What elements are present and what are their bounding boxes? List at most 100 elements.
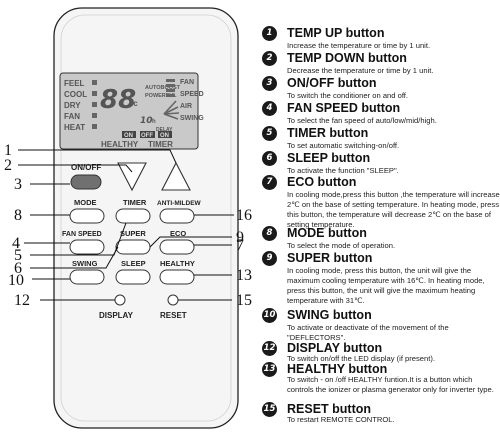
- legend-title: TEMP DOWN button: [287, 51, 407, 65]
- lcd-degree-unit: °c: [130, 99, 138, 108]
- callout-7: 7: [236, 237, 244, 254]
- legend-title: SUPER button: [287, 251, 373, 265]
- leader-lines: [18, 149, 234, 301]
- lcd-right-air: AIR: [180, 103, 192, 110]
- legend-number-1: 1: [262, 26, 277, 41]
- mode-button[interactable]: [69, 208, 105, 224]
- callout-1: 1: [4, 142, 12, 159]
- timer-button[interactable]: [115, 208, 151, 224]
- legend-description: To switch the conditioner on and off.: [287, 91, 409, 100]
- lcd-timer-unit: h: [152, 119, 156, 125]
- display-button[interactable]: [114, 294, 126, 306]
- legend-number-4: 4: [262, 101, 277, 116]
- swing-label: SWING: [72, 259, 98, 268]
- legend-number-5: 5: [262, 126, 277, 141]
- lcd-mode-cool: COOL: [64, 90, 87, 99]
- lcd-indicator-dry: [92, 102, 97, 107]
- lcd-delay: DELAY: [156, 127, 173, 133]
- legend-number-10: 10: [262, 308, 277, 323]
- callout-12: 12: [14, 292, 30, 309]
- legend-number-9: 9: [262, 251, 277, 266]
- lcd-on2-box: [158, 131, 172, 138]
- legend-description: To activate or deactivate of the movemen…: [287, 323, 449, 342]
- sleep-label: SLEEP: [121, 259, 146, 268]
- legend-description: To set automatic switching-on/off.: [287, 141, 400, 150]
- lcd-indicator-heat: [92, 124, 97, 129]
- legend-number-2: 2: [262, 51, 277, 66]
- legend-description: To select the mode of operation.: [287, 241, 396, 250]
- lcd-timer: TIMER: [148, 140, 173, 149]
- super-label: SUPER: [120, 229, 146, 238]
- callout-6: 6: [14, 260, 22, 277]
- legend-title: SWING button: [287, 308, 372, 322]
- legend-title: RESET button: [287, 402, 372, 416]
- temp-up-button[interactable]: [161, 161, 191, 191]
- legend-description: Decrease the temperature or time by 1 un…: [287, 66, 434, 75]
- temp-down-button[interactable]: [117, 162, 147, 192]
- callout-5: 5: [14, 247, 22, 264]
- legend-title: TIMER button: [287, 126, 369, 140]
- reset-label: RESET: [160, 311, 187, 320]
- swing-button[interactable]: [69, 269, 105, 285]
- legend-description: To switch - on /off HEALTHY funtion.It i…: [287, 375, 494, 394]
- legend-number-7: 7: [262, 175, 277, 190]
- legend-title: ON/OFF button: [287, 76, 377, 90]
- lcd-mode-fan: FAN: [64, 112, 80, 121]
- legend-number-3: 3: [262, 76, 277, 91]
- lcd-on: ON: [124, 133, 133, 139]
- callout-10: 10: [8, 272, 24, 289]
- reset-button[interactable]: [167, 294, 179, 306]
- anti-mildew-button[interactable]: [159, 208, 195, 224]
- callout-2: 2: [4, 157, 12, 174]
- lcd-mode-dry: DRY: [64, 101, 81, 110]
- callout-15: 15: [236, 292, 252, 309]
- legend-description: To switch on/off the LED display (if pre…: [287, 354, 436, 363]
- onoff-label: ON/OFF: [71, 163, 101, 172]
- healthy-label: HEALTHY: [160, 259, 195, 268]
- callout-9: 9: [236, 229, 244, 246]
- lcd-indicator-cool: [92, 91, 97, 96]
- legend-description: To activate the function "SLEEP".: [287, 166, 399, 175]
- legend-description: In cooling mode,press this button ,the t…: [287, 190, 500, 229]
- lcd-right-swing: SWING: [180, 115, 204, 122]
- legend-title: FAN SPEED button: [287, 101, 401, 115]
- fan-speed-button[interactable]: [69, 239, 105, 255]
- lcd-off-box: [140, 131, 155, 138]
- lcd-healthy: HEALTHY: [101, 140, 139, 149]
- mode-label: MODE: [74, 198, 97, 207]
- swing-icon: [163, 100, 180, 120]
- fan-speed-label: FAN SPEED: [62, 231, 102, 238]
- remote-inner-edge: [60, 14, 232, 422]
- lcd-right-fan: FAN: [180, 79, 194, 86]
- anti-mildew-label: ANTI-MILDEW: [157, 200, 202, 207]
- legend-title: ECO button: [287, 175, 357, 189]
- legend-title: HEALTHY button: [287, 362, 388, 376]
- lcd-screen: FEEL COOL DRY FAN HEAT 88 °c AUTOBOOST P…: [59, 72, 204, 150]
- lcd-mode-heat: HEAT: [64, 123, 85, 132]
- legend-description: In cooling mode, press this button, the …: [287, 266, 485, 305]
- sleep-button[interactable]: [115, 269, 151, 285]
- timer-label: TIMER: [123, 198, 147, 207]
- legend-number-13: 13: [262, 362, 277, 377]
- onoff-button[interactable]: [70, 174, 102, 190]
- legend-number-15: 15: [262, 402, 277, 417]
- lcd-temperature: 88: [100, 85, 136, 115]
- legend-number-8: 8: [262, 226, 277, 241]
- legend-description: To restart REMOTE CONTROL.: [287, 415, 395, 424]
- legend-description: Increase the temperature or time by 1 un…: [287, 41, 431, 50]
- callout-4: 4: [12, 235, 20, 252]
- healthy-button[interactable]: [159, 269, 195, 285]
- callout-3: 3: [14, 176, 22, 193]
- callout-13: 13: [236, 267, 252, 284]
- lcd-autoboost: AUTOBOOST: [145, 85, 181, 91]
- lcd-timer-value: 10: [140, 116, 153, 126]
- eco-button[interactable]: [159, 239, 195, 255]
- lcd-on-box: [122, 131, 136, 138]
- remote-illustration: FEEL COOL DRY FAN HEAT 88 °c AUTOBOOST P…: [4, 7, 252, 429]
- callout-8: 8: [14, 207, 22, 224]
- lcd-off: OFF: [141, 133, 153, 139]
- legend-title: SLEEP button: [287, 151, 371, 165]
- eco-label: ECO: [170, 229, 186, 238]
- display-label: DISPLAY: [99, 311, 134, 320]
- super-button[interactable]: [115, 239, 151, 255]
